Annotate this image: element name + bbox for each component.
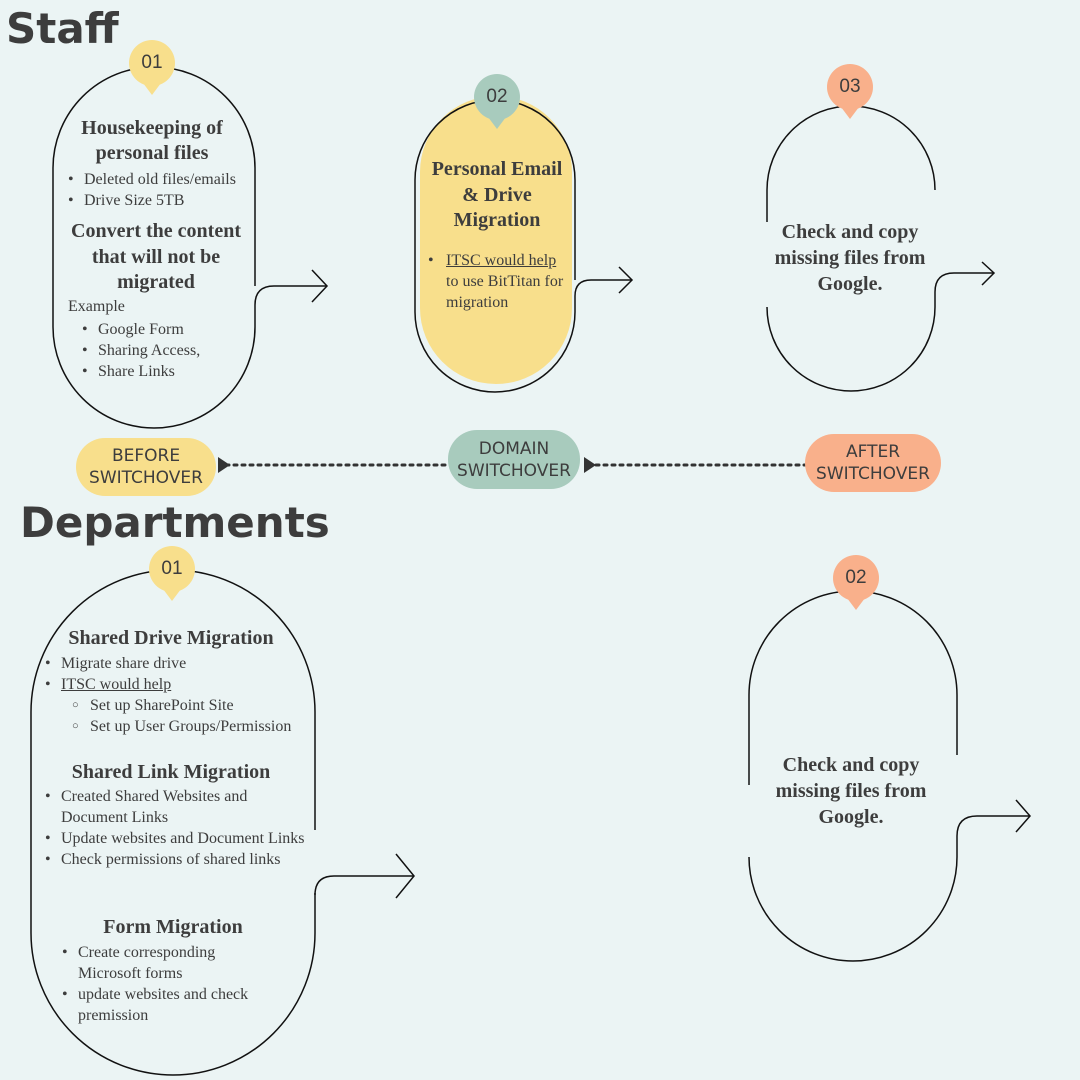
staff-step1-outline: [52, 66, 256, 429]
form-migration-title: Form Migration: [103, 916, 243, 938]
staff-step2-arrow: [574, 279, 632, 312]
list-item: Check permissions of shared links: [43, 849, 305, 870]
list-item: Deleted old files/emails: [66, 169, 266, 190]
staff-step1-number: 01: [141, 52, 163, 73]
list-item[interactable]: ITSC would help: [43, 674, 313, 695]
domain-switchover-pill: DOMAIN SWITCHOVER: [448, 430, 580, 489]
staff-step3-arrow: [934, 272, 994, 293]
staff-step2-title: Personal Email & Drive Migration: [431, 158, 563, 231]
after-switchover-pill: AFTER SWITCHOVER: [805, 434, 941, 492]
staff-step1-number-marker: 01: [129, 40, 175, 95]
domain-switchover-label: DOMAIN SWITCHOVER: [457, 438, 571, 481]
list-item: Created Shared Websites and Document Lin…: [43, 786, 305, 828]
before-switchover-label: BEFORE SWITCHOVER: [89, 446, 203, 488]
list-item: Migrate share drive: [43, 653, 313, 674]
dept-step1-arrow: [314, 875, 414, 896]
staff-step1-title: Housekeeping of personal files: [81, 117, 223, 164]
shared-link-list: Created Shared Websites and Document Lin…: [43, 786, 305, 870]
staff-step2-bullet-text-2: migration: [446, 294, 509, 311]
dept-step1-number: 01: [161, 558, 183, 579]
shared-link-title: Shared Link Migration: [71, 761, 271, 783]
list-item: Drive Size 5TB: [66, 190, 266, 211]
itsc-help-link[interactable]: ITSC would help: [446, 252, 557, 269]
list-item: Update websites and Document Links: [43, 828, 305, 849]
staff-step1-arrow: [254, 285, 326, 327]
dept-step2-arrowhead: [1015, 799, 1031, 833]
dept-step1-outline: [30, 569, 316, 1076]
staff-step1-bullets: Deleted old files/emails Drive Size 5TB: [66, 169, 266, 211]
dept-step2-title: Check and copy missing files from Google…: [775, 754, 927, 828]
dept-step2-arrow: [956, 815, 1030, 837]
shared-drive-title: Shared Drive Migration: [68, 627, 274, 649]
staff-step3-arrowhead: [981, 261, 996, 286]
staff-step2-fill: [420, 96, 572, 384]
list-item: Set up User Groups/Permission: [70, 716, 320, 737]
list-item: Sharing Access,: [80, 340, 250, 361]
staff-step2-bullet: • ITSC would help to use BitTitan for mi…: [428, 252, 564, 311]
staff-step1-subtitle: Convert the content that will not be mig…: [71, 220, 241, 293]
staff-step2-bullet-text-1: to use BitTitan for: [446, 273, 564, 290]
staff-step3-title: Check and copy missing files from Google…: [774, 221, 926, 295]
dept-step2-number: 02: [845, 567, 867, 588]
before-switchover-pill: BEFORE SWITCHOVER: [76, 438, 216, 496]
staff-heading: Staff: [6, 4, 119, 53]
staff-step3-number: 03: [839, 76, 861, 97]
list-item: Share Links: [80, 361, 250, 382]
dept-step1-arrowhead: [395, 853, 415, 899]
list-item: Create corresponding Microsoft forms: [60, 942, 278, 984]
staff-step1-example-label: Example: [68, 298, 125, 315]
list-item: update websites and check premission: [60, 984, 278, 1026]
staff-step2-number-marker: 02: [474, 74, 520, 129]
staff-step3-number-marker: 03: [827, 64, 873, 119]
timeline-arrowhead-mid: [584, 457, 596, 473]
form-migration-list: Create corresponding Microsoft forms upd…: [60, 942, 278, 1026]
dept-step2-number-marker: 02: [833, 555, 879, 610]
staff-step2-outline: [414, 99, 576, 393]
list-item: Google Form: [80, 319, 250, 340]
staff-step1-arrowhead: [311, 269, 329, 303]
departments-heading: Departments: [20, 498, 330, 547]
staff-step2-arrowhead: [618, 266, 634, 294]
list-item: Set up SharePoint Site: [70, 695, 320, 716]
timeline-arrowhead-left: [218, 457, 230, 473]
staff-step1-example-list: Google Form Sharing Access, Share Links: [80, 319, 250, 382]
after-switchover-label: AFTER SWITCHOVER: [816, 442, 930, 484]
shared-drive-sublist: Set up SharePoint Site Set up User Group…: [70, 695, 320, 737]
staff-step2-number: 02: [486, 86, 508, 107]
shared-drive-list: Migrate share drive ITSC would help: [43, 653, 313, 695]
dept-step1-number-marker: 01: [149, 546, 195, 601]
